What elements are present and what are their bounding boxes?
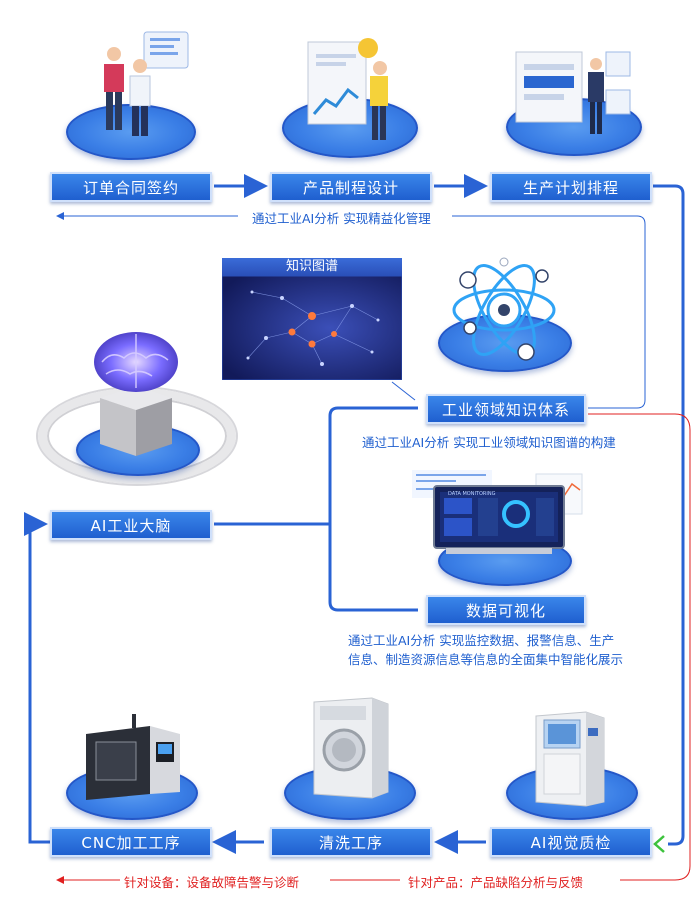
vision-inspector-icon [535, 711, 605, 807]
atom-network-icon [452, 257, 556, 361]
cnc-process-button[interactable]: CNC加工工序 [50, 827, 212, 857]
feedback-knowledge [588, 275, 646, 409]
people-handshake-icon [104, 31, 189, 136]
planner-screens-icon [515, 51, 631, 134]
order-disc [66, 104, 196, 160]
dashboard-title: DATA MONITORING [448, 491, 496, 497]
right-vertical-line [653, 184, 685, 846]
brain-cube-icon [94, 332, 178, 456]
caption-device: 针对设备：设备故障告警与诊断 [120, 872, 304, 891]
feedback-top-right [452, 215, 646, 275]
ai-brain-button[interactable]: AI工业大脑 [50, 510, 212, 540]
kg-panel-title: 知识图谱 [222, 258, 402, 276]
green-arrow [653, 835, 665, 853]
washing-machine-icon [313, 697, 389, 799]
data-visual-button[interactable]: 数据可视化 [426, 595, 586, 625]
production-plan-button[interactable]: 生产计划排程 [490, 172, 652, 202]
dashboard-monitor-icon [412, 470, 583, 554]
knowledge-graph-panel [222, 276, 402, 380]
caption-top: 通过工业AI分析 实现精益化管理 [248, 208, 435, 227]
caption-visual: 通过工业AI分析 实现监控数据、报警信息、生产 信息、制造资源信息等信息的全面集… [348, 631, 623, 669]
ai-inspect-button[interactable]: AI视觉质检 [490, 827, 652, 857]
caption-knowledge: 通过工业AI分析 实现工业领域知识图谱的构建 [362, 435, 616, 450]
caption-visual-line2: 信息、制造资源信息等信息的全面集中智能化展示 [348, 652, 624, 667]
cnc-machine-icon [86, 714, 180, 800]
caption-visual-line1: 通过工业AI分析 实现监控数据、报警信息、生产 [348, 633, 615, 648]
industry-knowledge-button[interactable]: 工业领域知识体系 [426, 394, 586, 424]
order-contract-button[interactable]: 订单合同签约 [50, 172, 212, 202]
kg-pointer [391, 381, 416, 401]
designer-board-icon [307, 38, 388, 140]
red-loop-line [588, 413, 691, 881]
product-design-button[interactable]: 产品制程设计 [270, 172, 432, 202]
caption-product: 针对产品：产品缺陷分析与反馈 [404, 872, 588, 891]
middle-bracket [328, 406, 418, 612]
left-vertical-line [24, 512, 50, 844]
wash-process-button[interactable]: 清洗工序 [270, 827, 432, 857]
